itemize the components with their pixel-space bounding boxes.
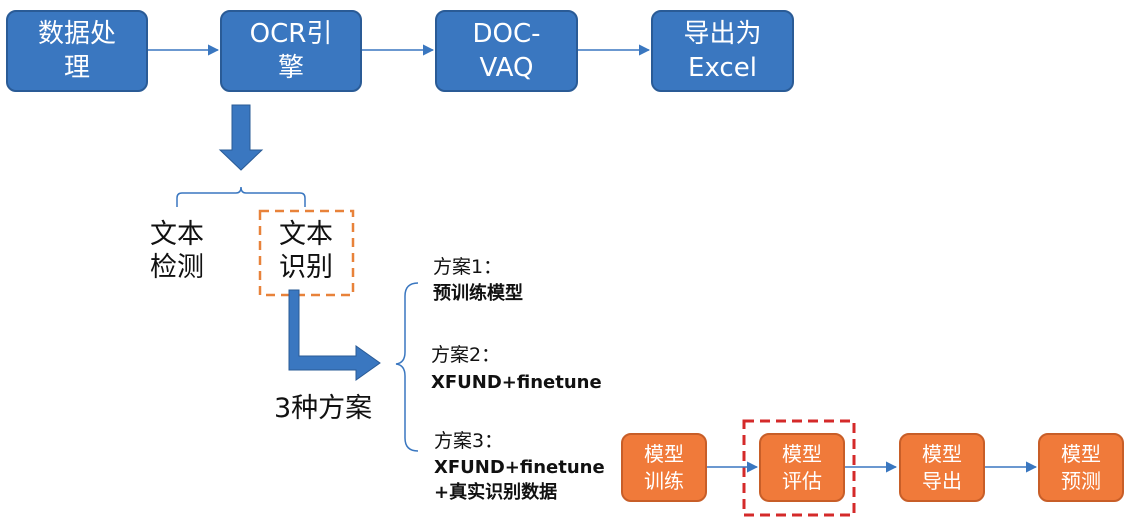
node-model-export: 模型 导出 [899, 433, 985, 502]
node-data-processing: 数据处 理 [6, 10, 148, 92]
down-arrow [218, 104, 264, 171]
brace-top [176, 186, 306, 207]
node-model-train: 模型 训练 [621, 433, 707, 502]
option1-body: 预训练模型 [433, 283, 523, 304]
label-three-schemes: 3种方案 [274, 393, 373, 424]
node-model-evaluate: 模型 评估 [759, 433, 845, 502]
node-ocr-engine: OCR引 擎 [220, 10, 362, 92]
bent-arrow [288, 289, 381, 381]
option3-title: 方案3： [434, 430, 504, 452]
option1-title: 方案1： [433, 256, 503, 278]
node-export-excel: 导出为 Excel [651, 10, 794, 92]
option2-body: XFUND+finetune [431, 372, 602, 393]
scheme-bracket [395, 282, 419, 452]
label-text-recognition: 文本 识别 [279, 219, 333, 283]
label-text-detection: 文本 检测 [150, 219, 204, 283]
recognition-highlight [258, 209, 355, 297]
evaluate-highlight [742, 419, 856, 517]
option2-title: 方案2： [431, 344, 501, 366]
node-doc-vqa: DOC- VAQ [435, 10, 578, 92]
node-model-predict: 模型 预测 [1038, 433, 1124, 502]
option3-body: XFUND+finetune +真实识别数据 [434, 457, 605, 503]
